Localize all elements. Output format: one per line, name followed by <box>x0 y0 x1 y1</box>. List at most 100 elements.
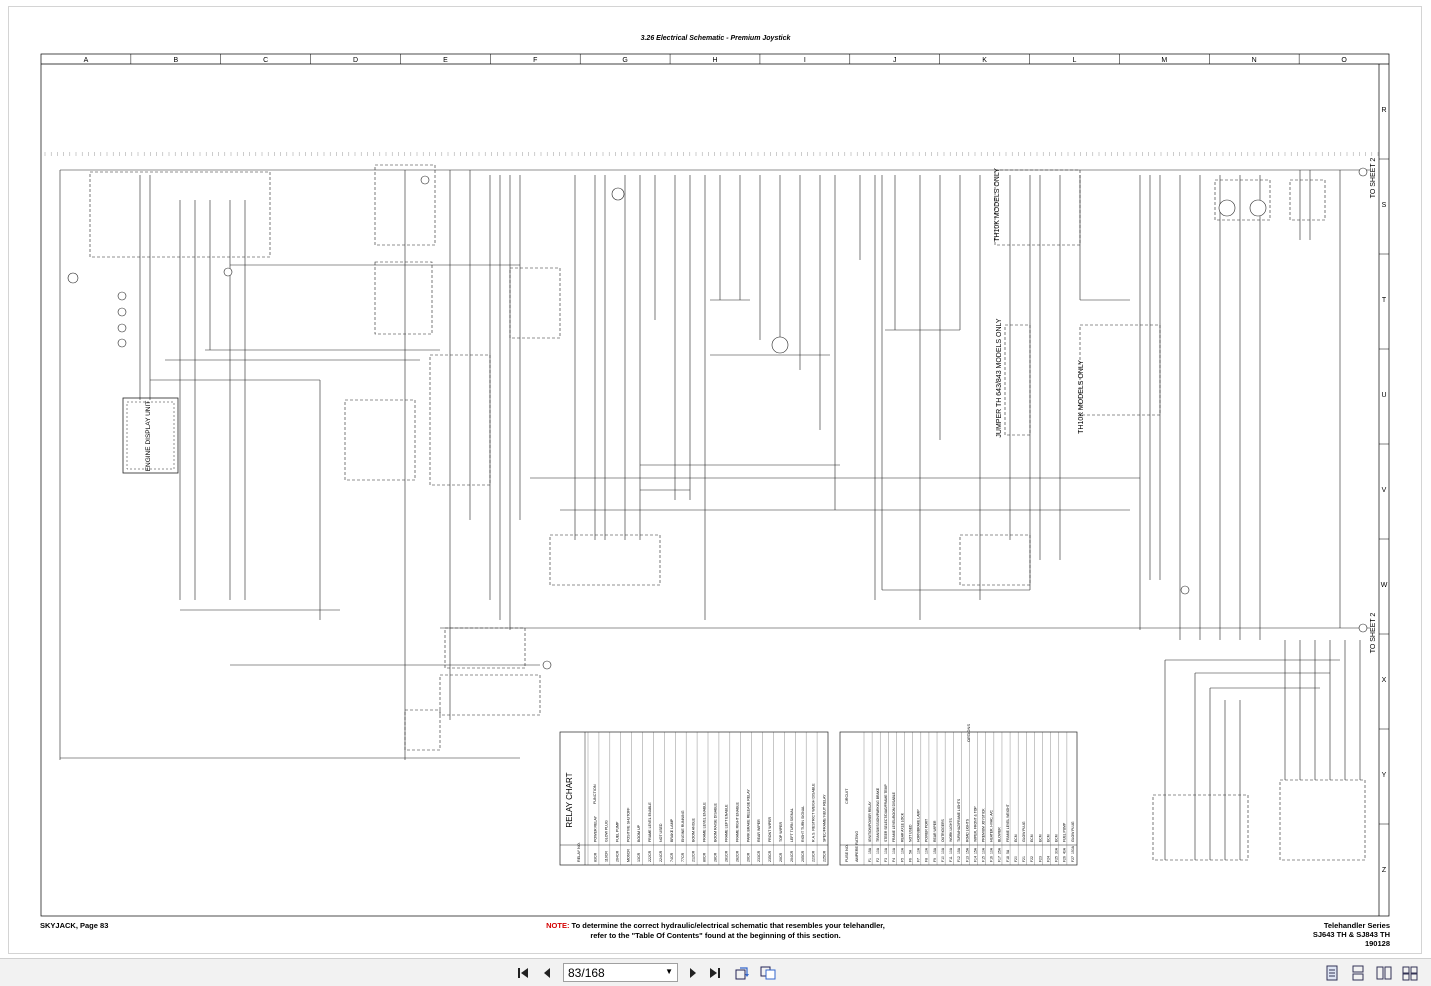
fuse-rating: 15A <box>957 847 961 854</box>
fuse-number: F5 <box>900 858 904 862</box>
fuse-circuit: TRANSMISSION/PARKING BRAKE <box>876 787 880 842</box>
page-number-selector[interactable]: 83 / 168 ▼ <box>563 963 678 982</box>
fuse-circuit: GLOW PLUG <box>1071 821 1075 842</box>
circuit-col-header: CIRCUIT <box>845 788 849 804</box>
fuse-circuit: PREMIUM JOYSTICK <box>981 808 985 842</box>
row-label: R <box>1381 107 1386 114</box>
relay-number: 223CR <box>812 850 816 862</box>
fuse-number: F4 <box>892 858 896 862</box>
relay-function: R.A.S. RESTRICT WEIGH DISABLE <box>812 783 816 842</box>
relay-function: SPEC/FRAME/ NEUT RELAY <box>823 794 827 842</box>
fuse-circuit: NOT USED <box>908 824 912 842</box>
page-separator: / <box>581 965 585 980</box>
options-label: OPTIONS <box>966 724 971 742</box>
th10k-models-note: TH10K MODELS ONLY <box>994 168 1001 242</box>
fuse-number: F10 <box>941 856 945 862</box>
fuse-circuit: REAR AXLE LOCK <box>900 812 904 842</box>
fuse-number: F8 <box>925 858 929 862</box>
rotate-icon[interactable] <box>732 963 752 982</box>
footer-model-info: Telehandler Series SJ643 TH & SJ843 TH 1… <box>1313 921 1390 948</box>
fuse-number: F18 <box>1006 856 1010 862</box>
relay-number: MO6CR <box>626 849 630 862</box>
column-label: J <box>893 57 897 64</box>
prev-page-icon[interactable] <box>538 963 556 982</box>
relay-number: 205CR <box>801 850 805 862</box>
relay-number: 28CR <box>714 852 718 862</box>
fuse-rating: 15A <box>973 847 977 854</box>
fuse-number: F6 <box>908 858 912 862</box>
single-page-icon[interactable] <box>1322 963 1342 982</box>
fuse-number: F23 <box>1038 856 1042 862</box>
relay-function: FRAME LEVEL ENABLE <box>703 802 707 842</box>
fuse-circuit: POWER PORT <box>925 819 929 842</box>
continuous-icon[interactable] <box>1348 963 1368 982</box>
row-label: Y <box>1382 772 1387 779</box>
fuse-number: F15 <box>981 856 985 862</box>
fuse-rating: 30A <box>1055 847 1059 854</box>
fuse-circuit: HEATER, HVAC, A/C <box>990 810 994 842</box>
relay-chart-title: RELAY CHART <box>565 772 574 827</box>
fuse-rating: 10A <box>892 847 896 854</box>
doc-number: 190128 <box>1364 939 1390 948</box>
fuse-circuit: ROAD LIGHTS <box>965 818 969 842</box>
fuse-circuit: ECM <box>1038 834 1042 842</box>
last-page-icon[interactable] <box>706 963 724 982</box>
relay-function: NOT USED <box>659 823 663 842</box>
relay-function: TOP WIPER <box>779 822 783 842</box>
relay-number: 281CR <box>724 850 728 862</box>
row-label: W <box>1381 582 1388 589</box>
first-page-icon[interactable] <box>514 963 532 982</box>
relay-function: BOOM UP <box>637 824 641 842</box>
row-label: X <box>1382 677 1387 684</box>
row-label: U <box>1381 392 1386 399</box>
fuse-number: F13 <box>965 856 969 862</box>
relay-number: 83CR <box>594 852 598 862</box>
relay-number: 74CR <box>670 852 674 862</box>
fuse-rating: 15A <box>965 847 969 854</box>
to-sheet-2-mid-label: TO SHEET 2 <box>1370 613 1377 654</box>
relay-number: 224CR <box>659 850 663 862</box>
relay-function: RIGHT TURN SIGNAL <box>801 806 805 842</box>
fuse-number: F16 <box>990 856 994 862</box>
note-line-2: refer to the "Table Of Contents" found a… <box>590 931 841 940</box>
column-label: O <box>1341 57 1347 64</box>
column-label: B <box>173 57 178 64</box>
fuse-number: F20 <box>1014 856 1018 862</box>
document-page <box>8 6 1422 954</box>
relay-function: REAR WIPER <box>757 819 761 842</box>
note-line-1: To determine the correct hydraulic/elect… <box>569 921 885 930</box>
fuse-circuit: TURN/HAZ/FRAME LIGHTS <box>957 798 961 842</box>
total-pages: 168 <box>584 965 605 980</box>
fuse-rating: 5A <box>1006 849 1010 854</box>
fit-page-icon[interactable] <box>758 963 778 982</box>
next-page-icon[interactable] <box>684 963 702 982</box>
fuse-number: F3 <box>884 858 888 862</box>
footer-note: NOTE: To determine the correct hydraulic… <box>0 921 1431 941</box>
fuse-circuit: STEER SELECT/DIAG/FRAME TEMP <box>884 783 888 842</box>
relay-number: 77CR <box>681 852 685 862</box>
th10k-models-note-2: TH10K MODELS ONLY <box>1078 360 1085 434</box>
book-view-icon[interactable] <box>1400 963 1420 982</box>
fuse-number: F17 <box>998 856 1002 862</box>
model-names: SJ643 TH & SJ843 TH <box>1312 930 1390 939</box>
relay-function: FRONT WIPER <box>768 817 772 842</box>
relay-number: 282CR <box>735 850 739 862</box>
fuse-circuit: ECM <box>1014 834 1018 842</box>
fuse-circuit: ECM <box>1046 834 1050 842</box>
engine-display-label: ENGINE DISPLAY UNIT <box>145 401 152 472</box>
fuse-number: F7 <box>917 858 921 862</box>
fuse-rating: 10A <box>917 847 921 854</box>
two-page-icon[interactable] <box>1374 963 1394 982</box>
column-label: H <box>712 57 717 64</box>
row-label: V <box>1382 487 1387 494</box>
column-label: K <box>982 57 987 64</box>
fuse-circuit: FUEL PUMP <box>1063 822 1067 842</box>
fuse-rating: 10A <box>949 847 953 854</box>
fuse-number: F14 <box>973 856 977 862</box>
fuse-circuit: ECM <box>1055 834 1059 842</box>
fuse-rating: 5A <box>908 849 912 854</box>
fuse-number: F22 <box>1030 856 1034 862</box>
schematic-frame <box>40 53 1390 917</box>
fuse-circuit: BLOWER <box>998 827 1002 842</box>
fuse-number: F24 <box>1046 856 1050 862</box>
